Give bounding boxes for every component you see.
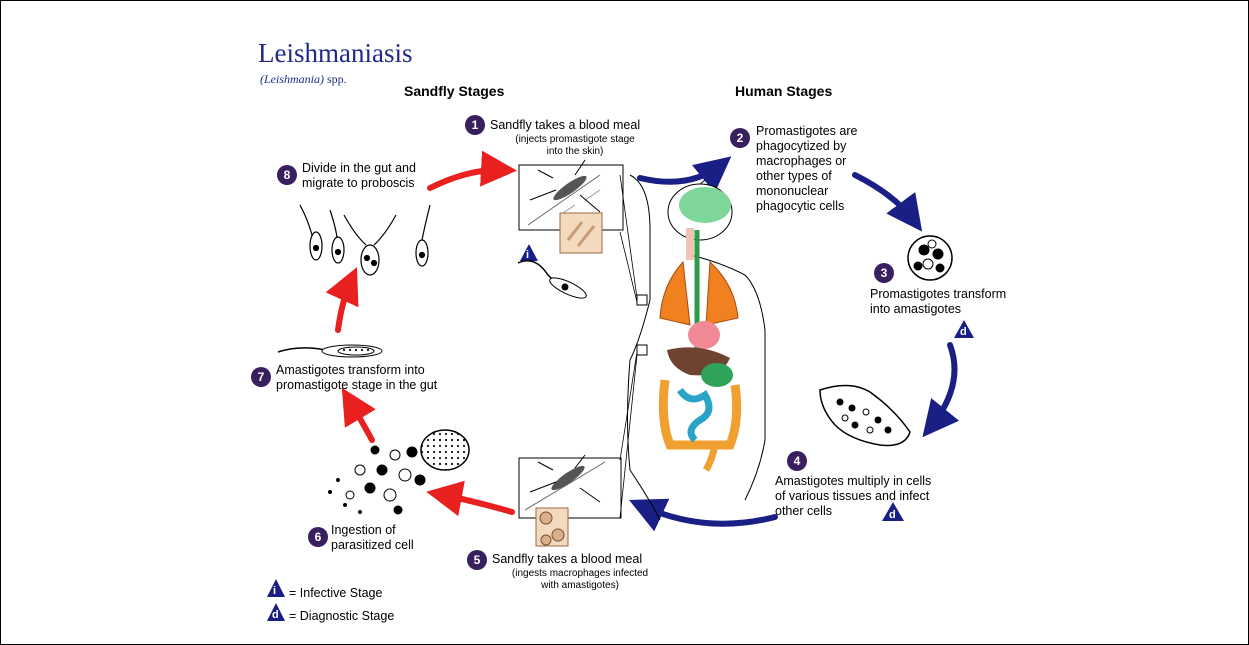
arrow-2-to-3 [855,175,915,222]
diagnostic-stage-marker-3: d [954,320,974,338]
arrow-3-to-4 [930,345,955,428]
legend-diagnostic-label: = Diagnostic Stage [289,609,394,624]
arrow-1-to-2 [640,164,722,182]
step-8-label: Divide in the gut and migrate to probosc… [302,161,416,191]
legend-infective-label: = Infective Stage [289,586,382,601]
legend-infective-letter: i [273,585,276,597]
promastigote-illustration [518,261,589,302]
human-stages-header: Human Stages [735,83,832,99]
dividing-promastigotes-illustration [300,205,430,275]
step-3-badge: 3 [874,263,894,283]
parasitized-cell-illustration [329,430,470,514]
macrophage-illustration [908,236,952,280]
step-6-badge: 6 [308,527,328,547]
step-4-badge: 4 [787,451,807,471]
legend-markers: i d [267,579,285,621]
step-2-badge: 2 [730,128,750,148]
sandfly-stages-header: Sandfly Stages [404,83,504,99]
step-3-label: Promastigotes transform into amastigotes [870,287,1006,317]
sandfly-feeding-box-bottom [519,455,621,546]
human-body-illustration [620,175,765,520]
diagnostic-marker-letter: d [960,326,967,338]
step-7-label: Amastigotes transform into promastigote … [276,363,437,393]
species-genus: (Leishmania) [260,72,324,86]
step-2-label: Promastigotes are phagocytized by macrop… [756,124,857,214]
step-1-label: Sandfly takes a blood meal [490,118,640,133]
step-1-badge: 1 [465,115,485,135]
legend-diagnostic-letter: d [272,609,279,621]
step-6-label: Ingestion of parasitized cell [331,523,414,553]
step-5-badge: 5 [467,550,487,570]
step-4-label: Amastigotes multiply in cells of various… [775,474,931,519]
species-suffix: spp. [324,72,347,86]
arrow-6-to-7 [348,398,372,440]
infective-marker-letter: i [526,249,529,261]
sandfly-feeding-box-top: i [519,160,623,261]
arrow-7-to-8 [338,278,352,330]
step-1-sublabel: (injects promastigote stage into the ski… [505,134,645,158]
step-7-badge: 7 [251,367,271,387]
infected-tissue-cell-illustration [820,385,910,445]
arrow-8-to-1 [430,170,505,188]
amastigote-to-promastigote-illustration [278,345,382,357]
step-5-label: Sandfly takes a blood meal [492,552,642,567]
arrow-4-to-5 [640,505,775,524]
species-subtitle: (Leishmania) spp. [260,72,347,87]
step-5-sublabel: (ingests macrophages infected with amast… [505,568,655,592]
diagram-title: Leishmaniasis [258,38,412,69]
step-8-badge: 8 [277,165,297,185]
arrow-5-to-6 [438,494,512,512]
